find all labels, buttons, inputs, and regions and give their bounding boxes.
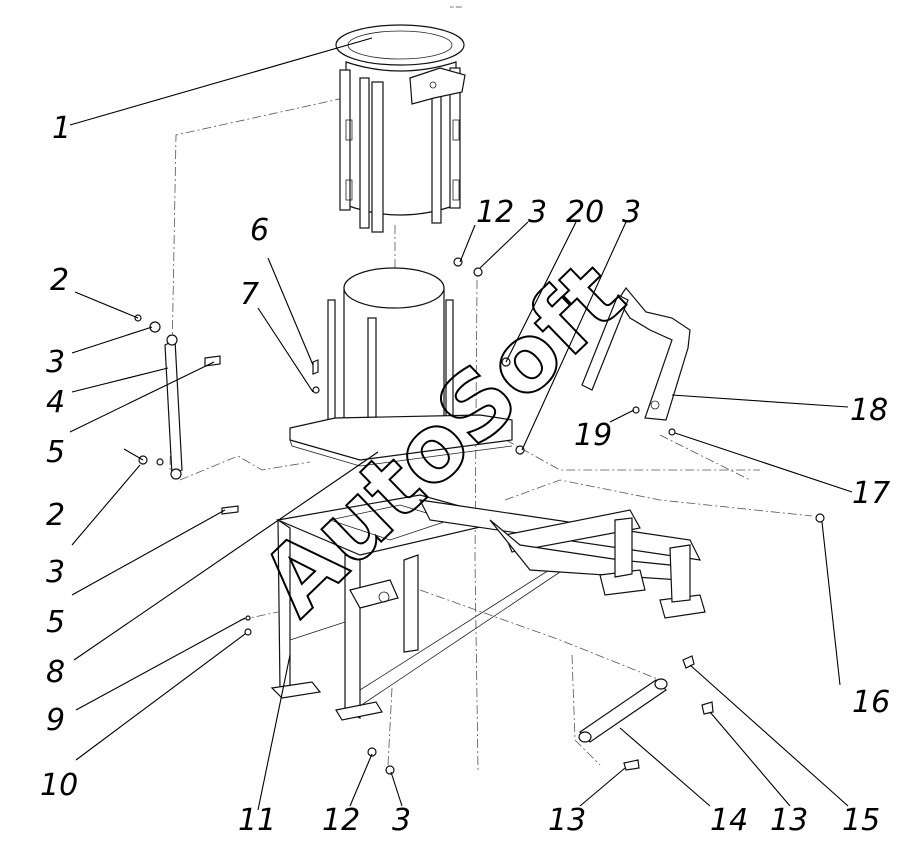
callout-19: 19 xyxy=(574,418,612,453)
callout-7: 7 xyxy=(240,277,259,312)
callout-8: 8 xyxy=(46,655,65,690)
part-8-plate-frame xyxy=(289,414,513,467)
callout-5: 5 xyxy=(46,435,65,470)
callout-2: 2 xyxy=(50,263,69,298)
callout-labels: 1 2 3 4 5 2 3 5 6 7 8 9 10 11 12 3 20 3 … xyxy=(40,111,890,838)
callout-14: 14 xyxy=(710,803,748,838)
leader-lines xyxy=(69,37,853,811)
callout-9: 9 xyxy=(46,703,65,738)
callout-20: 20 xyxy=(566,195,604,230)
part-18-swing-bracket xyxy=(581,286,691,421)
part-4-link-rod xyxy=(164,334,183,480)
callout-3: 3 xyxy=(528,195,547,230)
top-mark: ₀ₙ ₀₀₀ xyxy=(450,4,462,10)
callout-17: 17 xyxy=(852,476,890,511)
callout-13: 13 xyxy=(548,803,586,838)
callout-1: 1 xyxy=(52,111,71,146)
callout-2: 2 xyxy=(46,498,65,533)
callout-12: 12 xyxy=(322,803,360,838)
callout-11: 11 xyxy=(238,803,276,838)
callout-10: 10 xyxy=(40,768,78,803)
callout-3: 3 xyxy=(392,803,411,838)
callout-18: 18 xyxy=(850,393,888,428)
part-1-upper-cylinder xyxy=(335,24,466,233)
part-14-roller xyxy=(578,678,668,743)
callout-3: 3 xyxy=(622,195,641,230)
callout-3: 3 xyxy=(46,345,65,380)
callout-5: 5 xyxy=(46,605,65,640)
part-11-base-frame xyxy=(270,494,706,721)
callout-15: 15 xyxy=(842,803,880,838)
callout-4: 4 xyxy=(46,385,65,420)
callout-6: 6 xyxy=(250,213,269,248)
callout-16: 16 xyxy=(852,685,890,720)
callout-13: 13 xyxy=(770,803,808,838)
callout-12: 12 xyxy=(476,195,514,230)
callout-3: 3 xyxy=(46,555,65,590)
hardware xyxy=(134,257,825,775)
